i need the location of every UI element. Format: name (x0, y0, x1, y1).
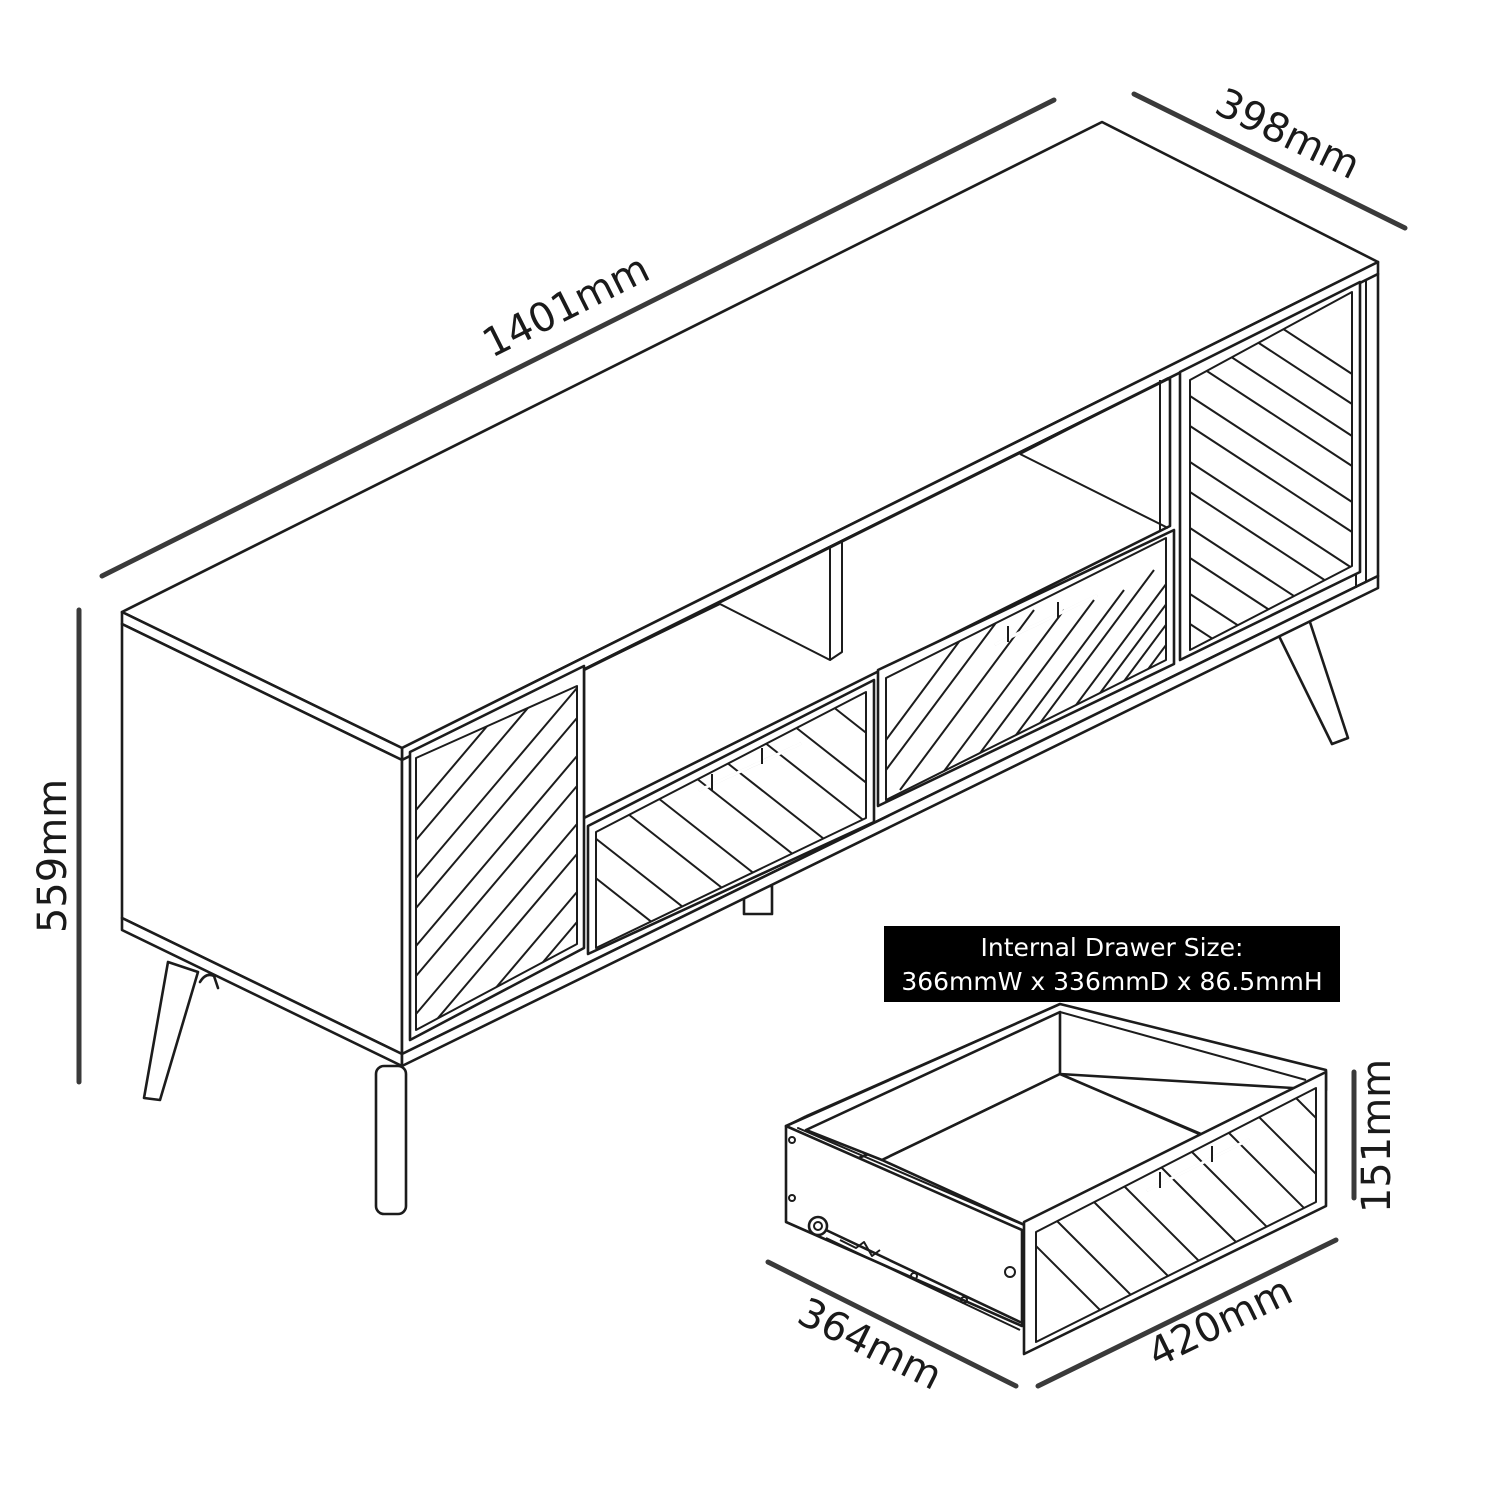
depth-dimension-line (1131, 91, 1408, 231)
drawer-runner (807, 1215, 1022, 1331)
removed-drawer-handle (1146, 1138, 1250, 1192)
tv-cabinet (120, 120, 1380, 1216)
front-center-leg (374, 1064, 408, 1216)
drawer-width-dimension-line (1035, 1237, 1339, 1389)
drawer-front-right[interactable] (876, 500, 1274, 808)
drawer-left-handle[interactable] (698, 742, 802, 792)
drawer-right-slats (886, 538, 1166, 791)
front-left-leg (142, 960, 200, 1102)
width-dimension-line (99, 97, 1057, 579)
drawer-depth-dimension-line (765, 1259, 1019, 1389)
drawer-front-panel (1022, 1070, 1328, 1356)
drawer-right-handle[interactable] (994, 594, 1098, 646)
cabinet-width-label: 1401mm (476, 246, 657, 368)
left-door[interactable] (408, 620, 586, 1180)
cabinet-height-label: 559mm (30, 779, 76, 933)
cabinet-bottom-front-edge (400, 574, 1380, 1068)
internal-drawer-size-banner: Internal Drawer Size: 366mmW x 336mmD x … (884, 926, 1340, 1002)
right-door[interactable] (1178, 268, 1362, 730)
drawer-left-side (784, 1124, 1024, 1328)
drawer-size-title: Internal Drawer Size: (980, 933, 1244, 962)
drawer-height-label: 151mm (1354, 1059, 1400, 1213)
front-legs (142, 960, 408, 1216)
drawer-depth-label: 364mm (791, 1289, 950, 1399)
removed-drawer (784, 1002, 1328, 1356)
drawer-size-value: 366mmW x 336mmD x 86.5mmH (901, 967, 1323, 996)
